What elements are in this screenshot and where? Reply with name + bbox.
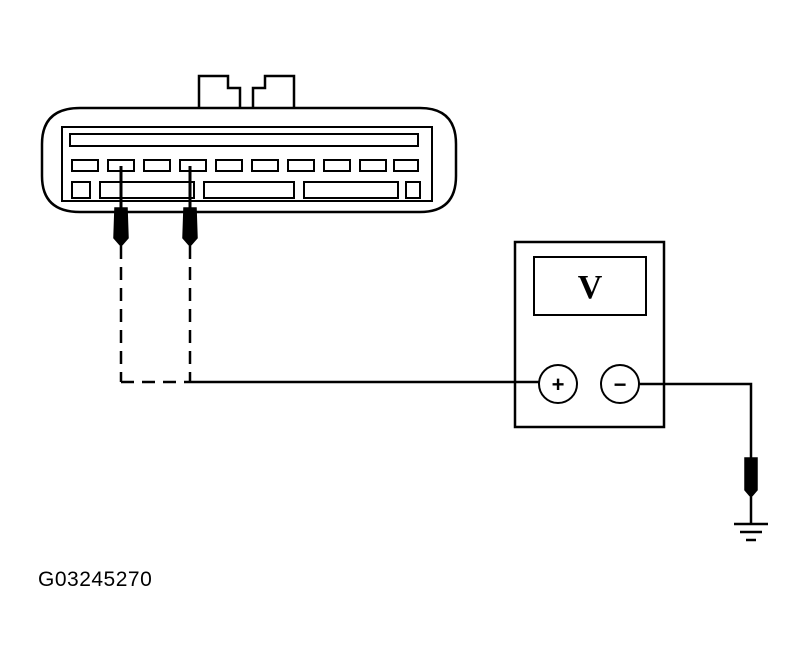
terminal-cavity-row (71, 159, 419, 172)
negative-lead (639, 382, 753, 460)
voltmeter (513, 240, 666, 429)
figure-id-label: G03245270 (38, 568, 153, 591)
probe-tip-icon (182, 207, 198, 248)
negative-terminal-symbol: − (614, 372, 627, 397)
connector-inner-frame (61, 126, 433, 202)
probe-wires (119, 166, 192, 208)
connector (40, 74, 458, 214)
ground-symbol-icon (734, 522, 768, 542)
positive-terminal (538, 364, 578, 404)
alternate-probe-leads (119, 246, 192, 384)
probe-tip-icon (744, 457, 758, 499)
connector-shell (40, 106, 458, 214)
terminal-cavity-bottom-row (71, 181, 421, 199)
connector-top-slot (69, 133, 419, 147)
connector-lock-tab (197, 74, 296, 108)
voltmeter-display-symbol: V (578, 269, 603, 306)
positive-terminal-symbol: + (552, 372, 565, 397)
voltmeter-display (533, 256, 647, 316)
voltmeter-body (513, 240, 666, 429)
probe-tip-icon (113, 207, 129, 248)
